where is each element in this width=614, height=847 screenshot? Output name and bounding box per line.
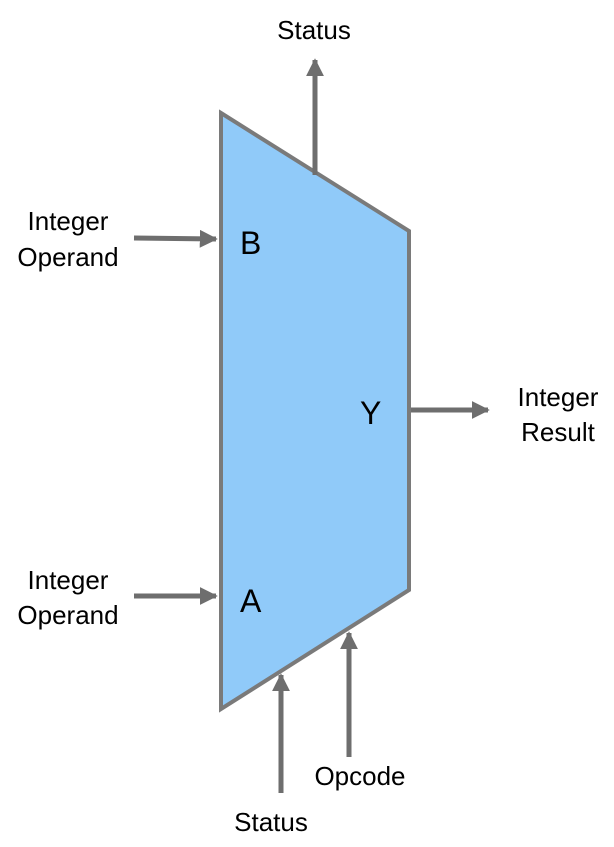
operand-b-label-line1: Integer	[28, 206, 109, 236]
port-y-label: Y	[360, 395, 381, 431]
status-in-label: Status	[234, 807, 308, 837]
status-out-label: Status	[277, 15, 351, 45]
port-b-label: B	[240, 225, 261, 261]
result-label-line2: Result	[521, 417, 595, 447]
opcode-label: Opcode	[314, 761, 405, 791]
operand-b-arrow	[133, 229, 218, 248]
port-a-label: A	[240, 583, 262, 619]
operand-a-label-line1: Integer	[28, 565, 109, 595]
operand-b-label-line2: Operand	[17, 242, 118, 272]
result-label-line1: Integer	[518, 382, 599, 412]
operand-a-label-line2: Operand	[17, 600, 118, 630]
alu-body	[219, 109, 411, 713]
